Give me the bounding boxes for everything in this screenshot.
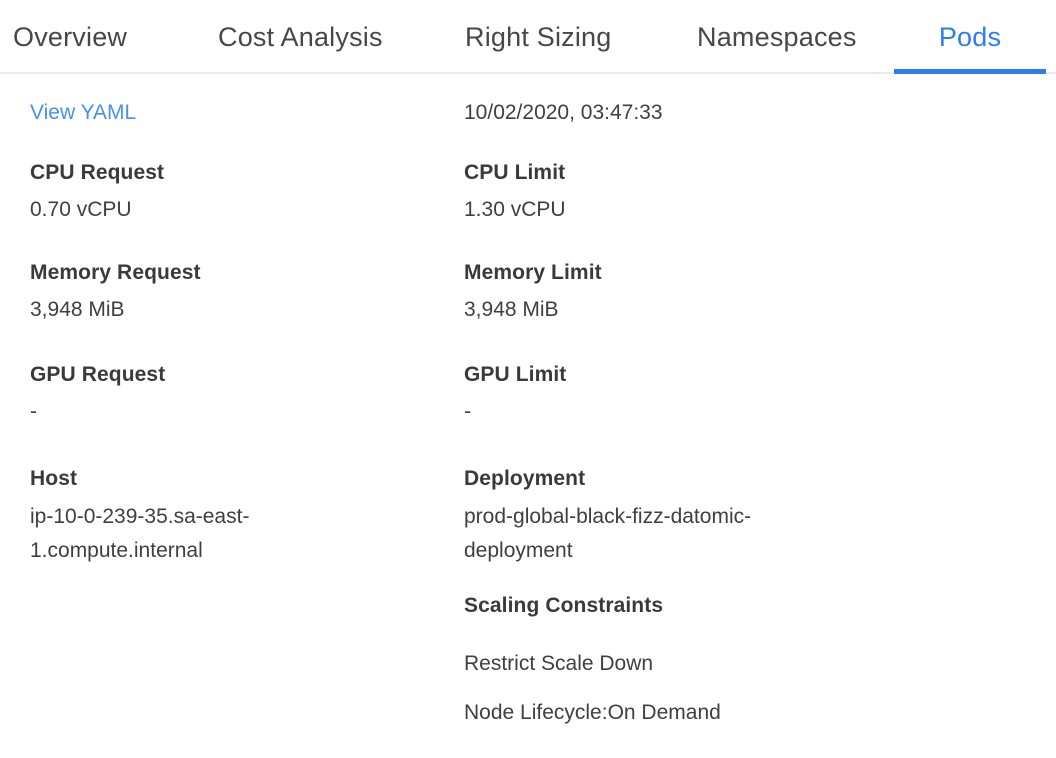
- details-left-column: View YAML CPU Request 0.70 vCPU Memory R…: [30, 100, 464, 726]
- field-memory-request: Memory Request 3,948 MiB: [30, 260, 464, 323]
- cpu-request-value: 0.70 vCPU: [30, 198, 132, 221]
- tab-overview[interactable]: Overview: [13, 21, 128, 52]
- cpu-limit-value: 1.30 vCPU: [464, 198, 566, 221]
- scaling-constraint-restrict-scale-down: Restrict Scale Down: [464, 652, 654, 675]
- tab-bar: Overview Cost Analysis Right Sizing Name…: [0, 0, 1056, 74]
- memory-request-value: 3,948 MiB: [30, 298, 125, 321]
- memory-limit-label: Memory Limit: [464, 261, 602, 284]
- cpu-limit-label: CPU Limit: [464, 161, 566, 184]
- tab-cost-analysis[interactable]: Cost Analysis: [218, 21, 383, 52]
- field-cpu-limit: CPU Limit 1.30 vCPU: [464, 160, 1056, 223]
- memory-limit-value: 3,948 MiB: [464, 298, 559, 321]
- cpu-request-label: CPU Request: [30, 161, 165, 184]
- active-tab-underline: [894, 69, 1046, 74]
- view-yaml-link[interactable]: View YAML: [30, 101, 137, 124]
- details-right-column: 10/02/2020, 03:47:33 CPU Limit 1.30 vCPU…: [464, 100, 1056, 726]
- field-host: Host ip-10-0-239-35.sa-east-1.compute.in…: [30, 466, 464, 568]
- pod-details-panel: View YAML CPU Request 0.70 vCPU Memory R…: [0, 74, 1056, 726]
- memory-request-label: Memory Request: [30, 261, 201, 284]
- gpu-request-label: GPU Request: [30, 363, 166, 386]
- scaling-constraints-label: Scaling Constraints: [464, 594, 664, 617]
- tab-pods[interactable]: Pods: [894, 0, 1046, 74]
- scaling-constraint-node-lifecycle: Node Lifecycle:On Demand: [464, 701, 721, 724]
- tab-pods-label: Pods: [938, 21, 1002, 52]
- field-gpu-limit: GPU Limit -: [464, 362, 1056, 425]
- field-deployment: Deployment prod-global-black-fizz-datomi…: [464, 466, 1056, 568]
- deployment-link[interactable]: prod-global-black-fizz-datomic-deploymen…: [464, 505, 752, 562]
- gpu-limit-label: GPU Limit: [464, 363, 567, 386]
- tab-namespaces[interactable]: Namespaces: [697, 21, 857, 52]
- tab-right-sizing[interactable]: Right Sizing: [465, 21, 612, 52]
- deployment-label: Deployment: [464, 467, 586, 490]
- field-scaling-constraints: Scaling Constraints: [464, 593, 1056, 619]
- field-cpu-request: CPU Request 0.70 vCPU: [30, 160, 464, 223]
- gpu-request-value: -: [30, 400, 37, 423]
- pod-timestamp: 10/02/2020, 03:47:33: [464, 101, 663, 124]
- host-link[interactable]: ip-10-0-239-35.sa-east-1.compute.interna…: [30, 505, 250, 562]
- gpu-limit-value: -: [464, 400, 471, 423]
- host-label: Host: [30, 467, 78, 490]
- field-memory-limit: Memory Limit 3,948 MiB: [464, 260, 1056, 323]
- field-gpu-request: GPU Request -: [30, 362, 464, 425]
